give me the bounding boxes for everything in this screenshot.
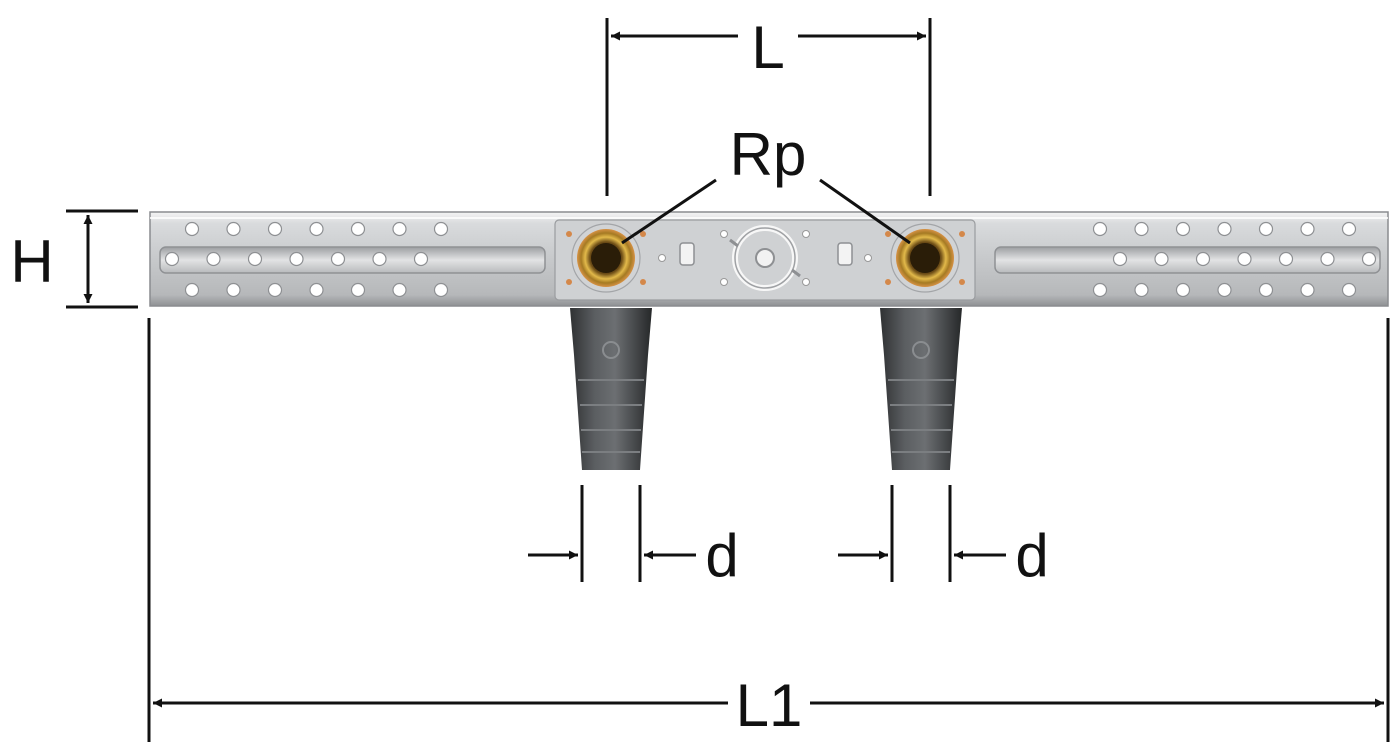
- dimension-L-label: L: [751, 14, 784, 81]
- rail-hole: [247, 251, 263, 267]
- pipe-outlet-left: [570, 308, 652, 470]
- dimension-L1: [147, 318, 1390, 742]
- rail-hole: [1175, 282, 1191, 298]
- rail-hole: [1300, 282, 1315, 298]
- dimension-d-right-label: d: [1015, 522, 1048, 589]
- rail-hole: [1112, 251, 1128, 267]
- rail-hole: [289, 251, 304, 267]
- rail-hole: [309, 221, 324, 237]
- callout-Rp-label: Rp: [730, 121, 807, 188]
- rail-hole: [1092, 221, 1108, 237]
- rail-hole: [433, 282, 449, 298]
- center-fixing-plate: [554, 219, 976, 301]
- dimension-d-right: [838, 485, 1006, 582]
- rail-hole: [1258, 282, 1274, 298]
- rail-hole: [392, 221, 407, 237]
- callout-Rp-leaders: [621, 178, 911, 245]
- rail-hole: [309, 282, 324, 298]
- rail-hole: [1217, 221, 1232, 237]
- rail-hole: [1341, 221, 1357, 237]
- rail-hole: [226, 221, 241, 237]
- rail-hole: [372, 251, 387, 267]
- rail-hole: [1361, 251, 1377, 267]
- dimension-H: [66, 209, 138, 309]
- dimension-d-left: [528, 485, 696, 582]
- rail-hole: [1154, 251, 1169, 267]
- rail-hole: [206, 251, 221, 267]
- rail-mounting-holes: [164, 221, 1377, 298]
- rail-hole: [1175, 221, 1191, 237]
- rail-hole: [1237, 251, 1252, 267]
- rail-hole: [267, 282, 283, 298]
- rail-hole: [1320, 251, 1335, 267]
- dimension-d-left-label: d: [705, 522, 738, 589]
- dimension-L1-label: L1: [736, 672, 803, 739]
- rail-hole: [413, 251, 429, 267]
- rail-hole: [1341, 282, 1357, 298]
- rail-hole: [1134, 221, 1149, 237]
- rail-hole: [350, 282, 366, 298]
- rail-hole: [1195, 251, 1211, 267]
- rail-hole: [226, 282, 241, 298]
- rail-hole: [184, 221, 200, 237]
- pipe-outlet-right: [880, 308, 962, 470]
- rail-hole: [392, 282, 407, 298]
- rail-hole: [1134, 282, 1149, 298]
- rail-hole: [1217, 282, 1232, 298]
- rail-hole: [1278, 251, 1294, 267]
- rail-hole: [433, 221, 449, 237]
- rail-hole: [1300, 221, 1315, 237]
- rail-hole: [184, 282, 200, 298]
- rail-hole: [164, 251, 180, 267]
- dimension-L: [605, 18, 932, 196]
- rail-hole: [267, 221, 283, 237]
- dimension-H-label: H: [10, 228, 53, 295]
- rail-hole: [330, 251, 346, 267]
- rail-hole: [1258, 221, 1274, 237]
- rail-hole: [1092, 282, 1108, 298]
- rail-hole: [350, 221, 366, 237]
